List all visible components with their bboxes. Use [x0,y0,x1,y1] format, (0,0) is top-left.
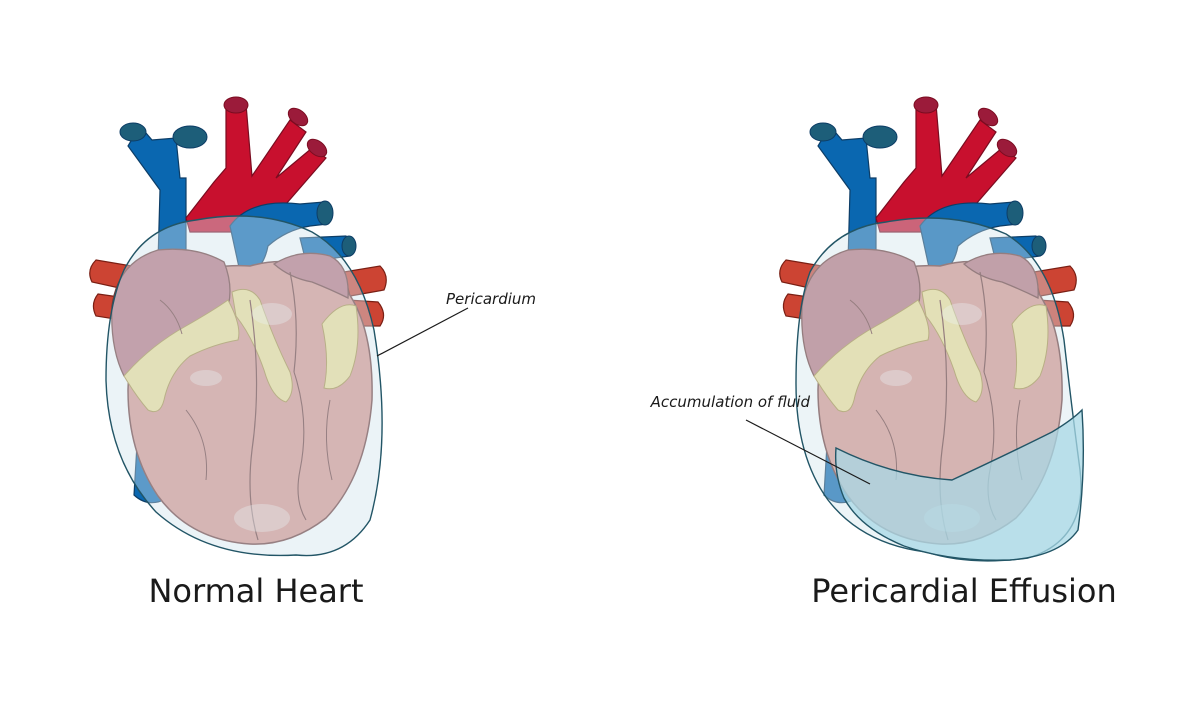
pericardium-leader-line [376,307,469,357]
accumulated-fluid [834,408,1085,561]
effusion-heart [745,96,1085,562]
pericardium-sac [105,215,383,557]
normal-heart-title: Normal Heart [148,572,364,610]
fluid-label: Accumulation of fluid [650,393,810,411]
pericardium-label: Pericardium [446,290,537,308]
normal-heart [89,96,469,557]
fluid-leader-line [745,419,871,485]
effusion-title: Pericardial Effusion [811,572,1117,610]
